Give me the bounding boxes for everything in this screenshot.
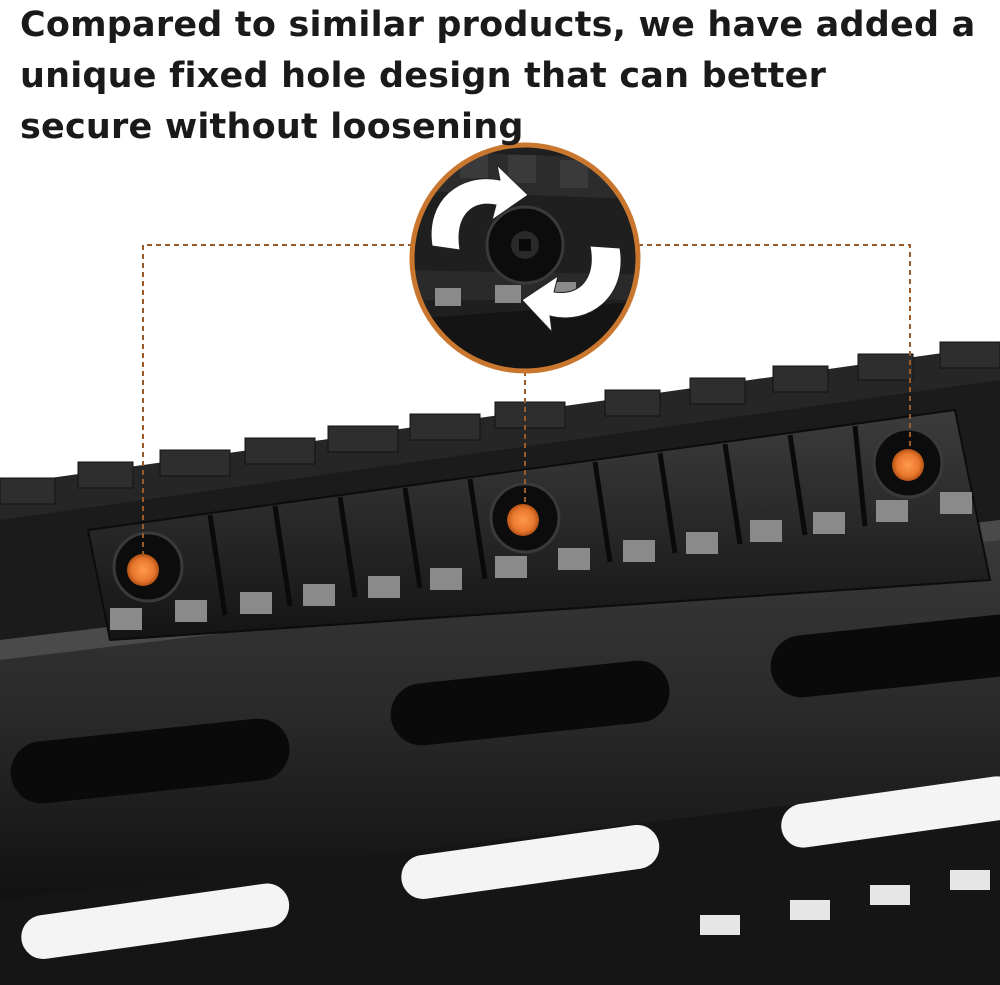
picatinny-rail [86, 408, 992, 642]
zoom-detail [409, 142, 641, 374]
rotate-arrows-icon [430, 163, 622, 334]
callout-lines [142, 244, 911, 556]
headline-line-2: unique fixed hole design that can better [20, 56, 827, 96]
rail-teeth-back [0, 341, 1000, 505]
screw-hole-marker [507, 504, 539, 536]
screw-hole-marker [127, 554, 159, 586]
headline: Compared to similar products, we have ad… [20, 0, 976, 153]
headline-line-3: secure without loosening [20, 107, 524, 147]
screw-hole-marker [892, 449, 924, 481]
screw-hole-markers [127, 449, 924, 586]
headline-line-1: Compared to similar products, we have ad… [20, 5, 976, 45]
